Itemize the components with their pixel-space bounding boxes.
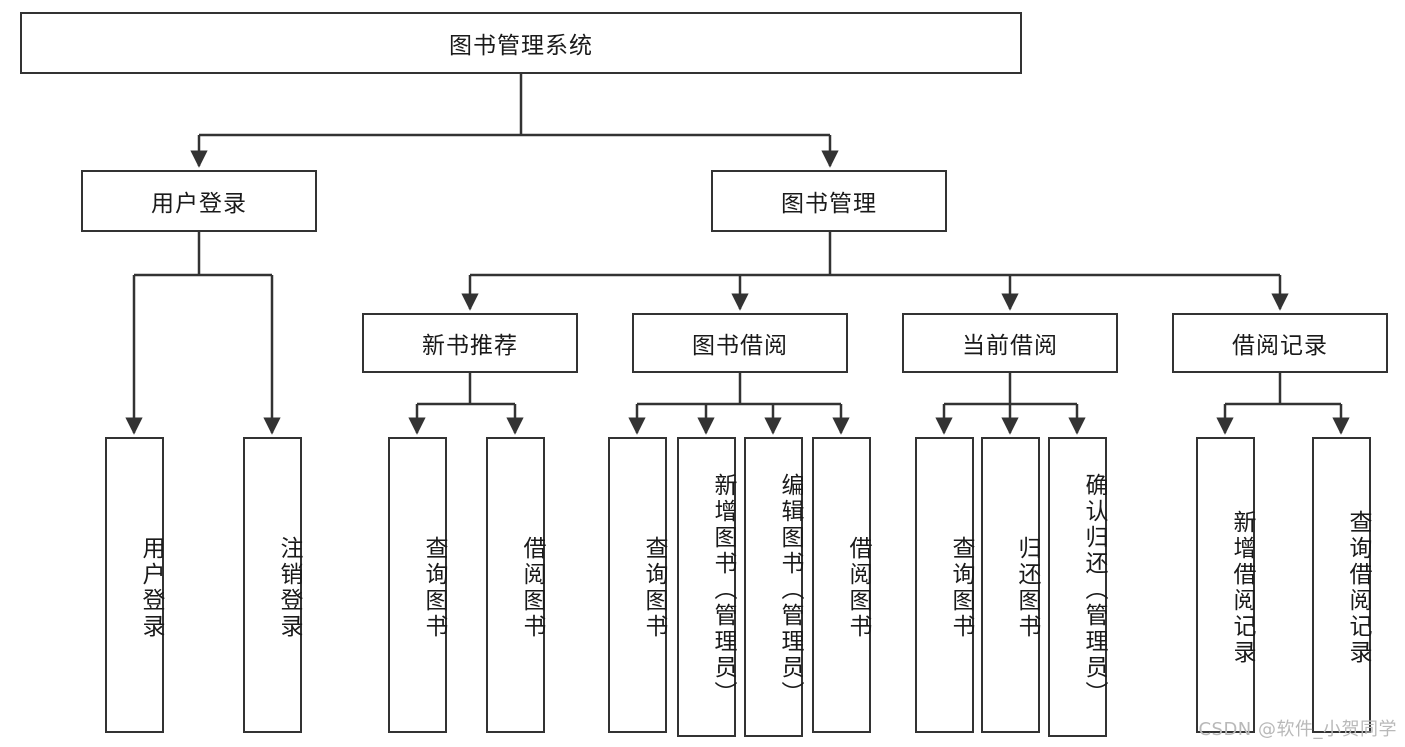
leaf-query-book-current-label: 查询图书 <box>948 536 974 640</box>
leaf-borrow-book-recommend[interactable]: 借阅图书 <box>486 437 545 733</box>
leaf-query-book-recommend-label: 查询图书 <box>421 536 447 640</box>
leaf-query-borrow-record-label: 查询借阅记录 <box>1345 510 1371 666</box>
leaf-return-book[interactable]: 归还图书 <box>981 437 1040 733</box>
leaf-logout[interactable]: 注销登录 <box>243 437 302 733</box>
node-root-label: 图书管理系统 <box>449 33 593 59</box>
node-user-login[interactable]: 用户登录 <box>81 170 317 232</box>
leaf-user-login[interactable]: 用户登录 <box>105 437 164 733</box>
node-current-borrow-label: 当前借阅 <box>962 333 1058 359</box>
leaf-add-borrow-record[interactable]: 新增借阅记录 <box>1196 437 1255 733</box>
leaf-edit-book-admin-label: 编辑图书（管理员） <box>777 473 803 707</box>
leaf-add-borrow-record-label: 新增借阅记录 <box>1229 510 1255 666</box>
node-current-borrow[interactable]: 当前借阅 <box>902 313 1118 373</box>
leaf-query-book-current[interactable]: 查询图书 <box>915 437 974 733</box>
leaf-borrow-book-recommend-label: 借阅图书 <box>519 536 545 640</box>
node-root[interactable]: 图书管理系统 <box>20 12 1022 74</box>
leaf-borrow-book-borrow-label: 借阅图书 <box>845 536 871 640</box>
leaf-borrow-book-borrow[interactable]: 借阅图书 <box>812 437 871 733</box>
leaf-logout-label: 注销登录 <box>276 536 302 640</box>
watermark-text: CSDN @软件_小贺同学 <box>1198 719 1397 740</box>
leaf-query-book-recommend[interactable]: 查询图书 <box>388 437 447 733</box>
leaf-user-login-label: 用户登录 <box>138 536 164 640</box>
leaf-edit-book-admin[interactable]: 编辑图书（管理员） <box>744 437 803 737</box>
node-borrow-record[interactable]: 借阅记录 <box>1172 313 1388 373</box>
leaf-confirm-return-admin[interactable]: 确认归还（管理员） <box>1048 437 1107 737</box>
leaf-query-borrow-record[interactable]: 查询借阅记录 <box>1312 437 1371 733</box>
node-user-login-label: 用户登录 <box>151 191 247 217</box>
leaf-query-book-borrow-label: 查询图书 <box>641 536 667 640</box>
leaf-query-book-borrow[interactable]: 查询图书 <box>608 437 667 733</box>
node-new-book-recommend[interactable]: 新书推荐 <box>362 313 578 373</box>
node-book-management[interactable]: 图书管理 <box>711 170 947 232</box>
leaf-return-book-label: 归还图书 <box>1014 536 1040 640</box>
leaf-confirm-return-admin-label: 确认归还（管理员） <box>1081 473 1107 707</box>
node-borrow-record-label: 借阅记录 <box>1232 333 1328 359</box>
node-book-management-label: 图书管理 <box>781 191 877 217</box>
node-book-borrow[interactable]: 图书借阅 <box>632 313 848 373</box>
leaf-add-book-admin[interactable]: 新增图书（管理员） <box>677 437 736 737</box>
node-book-borrow-label: 图书借阅 <box>692 333 788 359</box>
leaf-add-book-admin-label: 新增图书（管理员） <box>710 473 736 707</box>
node-new-book-recommend-label: 新书推荐 <box>422 333 518 359</box>
